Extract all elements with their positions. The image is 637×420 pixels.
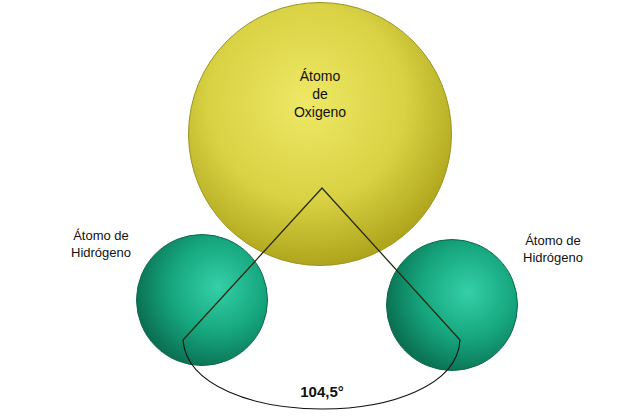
oxygen-atom-shape (188, 2, 452, 266)
atom-label: Átomo de Hidrógeno (71, 228, 131, 261)
hydrogen-atom: Átomo de Hidrógeno (136, 234, 268, 366)
oxygen-atom: Átomo de Oxigeno (188, 2, 452, 266)
angle-arc (183, 340, 460, 409)
hydrogen-atom: Átomo de Hidrógeno (386, 239, 518, 371)
hydrogen-atom-circle (387, 240, 518, 371)
oxygen-atom-circle (189, 3, 452, 266)
angle-label-row: 104,5° (0, 383, 637, 401)
hydrogen-atom-circle (137, 235, 268, 366)
bond-angle-lines (183, 188, 460, 340)
hydrogen-atom-shape (386, 239, 518, 371)
hydrogen-atom-shape (136, 234, 268, 366)
angle-value: 104,5° (300, 383, 344, 400)
atom-label: Átomo de Hidrógeno (523, 233, 583, 266)
atom-label: Átomo de Oxigeno (294, 68, 346, 122)
